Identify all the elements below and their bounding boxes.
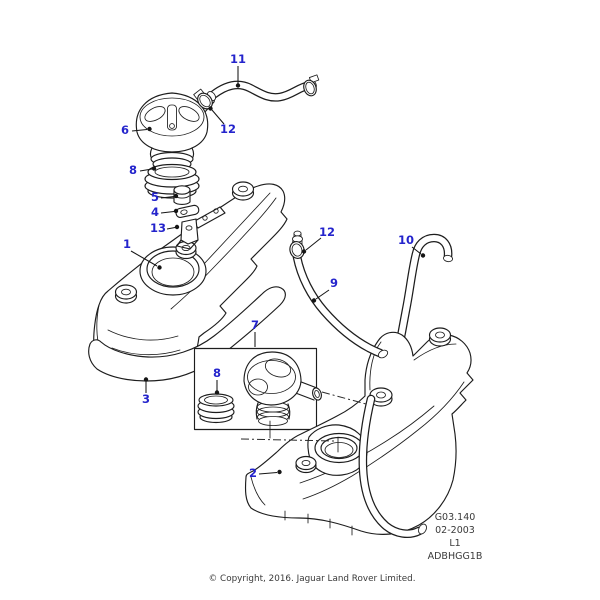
vent-hose-long-upper (392, 233, 454, 361)
callout-12-upper[interactable]: 12 (208, 106, 236, 136)
info-block: G03.140 02-2003 L1 ADBHGG1B (428, 512, 483, 562)
callout-9-label[interactable]: 9 (330, 276, 338, 290)
cover-gasket (88, 286, 286, 382)
seal-in-box (197, 393, 235, 424)
copyright-text: © Copyright, 2016. Jaguar Land Rover Lim… (208, 574, 415, 584)
callout-10[interactable]: 10 (398, 233, 426, 258)
callout-2-label[interactable]: 2 (249, 466, 257, 480)
breather-cap-in-box (243, 351, 323, 426)
callout-1[interactable]: 1 (123, 237, 162, 270)
valve-cover-2 (244, 327, 474, 536)
info-date: 02-2003 (435, 525, 475, 536)
callout-7[interactable]: 7 (251, 318, 259, 347)
callout-13-label[interactable]: 13 (150, 221, 166, 235)
callout-12-mid[interactable]: 12 (301, 225, 335, 254)
vent-hose-long-lower (358, 394, 427, 539)
hose-clamp-mid (289, 241, 305, 259)
cover-2-boss-top (428, 327, 452, 347)
reference-lines (240, 391, 367, 453)
callout-5[interactable]: 5 (151, 190, 179, 204)
callout-12-upper-label[interactable]: 12 (220, 122, 236, 136)
callout-3-label[interactable]: 3 (142, 392, 150, 406)
cover-1-filler-opening (139, 246, 207, 296)
callout-2[interactable]: 2 (249, 466, 282, 480)
callout-13[interactable]: 13 (150, 221, 180, 235)
valve-cover-1 (93, 181, 288, 370)
mounting-bracket (176, 206, 226, 250)
callout-7-label[interactable]: 7 (251, 318, 259, 332)
breather-hose-mid (289, 230, 389, 359)
callout-3[interactable]: 3 (142, 377, 150, 406)
callout-4[interactable]: 4 (151, 205, 179, 219)
callout-11-label[interactable]: 11 (230, 52, 246, 66)
detail-box-7 (193, 347, 323, 431)
cover-1-boss-right (231, 181, 255, 201)
callout-8-upper-label[interactable]: 8 (129, 163, 137, 177)
callout-10-label[interactable]: 10 (398, 233, 414, 247)
hose-clamp-left (193, 88, 213, 110)
callout-9[interactable]: 9 (311, 276, 338, 303)
cover-2-boss-mid (369, 387, 393, 407)
callout-8-upper[interactable]: 8 (129, 163, 157, 177)
callout-8-box-label[interactable]: 8 (213, 366, 221, 380)
cover-1-boss-left (114, 284, 138, 304)
callout-12-mid-label[interactable]: 12 (319, 225, 335, 239)
callout-8-box[interactable]: 8 (213, 366, 221, 395)
callout-5-label[interactable]: 5 (151, 190, 159, 204)
cover-1-boss-mid (175, 240, 197, 260)
breather-valve-small (173, 185, 191, 206)
hose-clamp-right (303, 74, 320, 97)
callout-1-label[interactable]: 1 (123, 237, 131, 251)
callout-6[interactable]: 6 (121, 123, 152, 137)
washer-plate (175, 204, 200, 218)
info-drawing-id: ADBHGG1B (428, 551, 483, 562)
info-revision: L1 (449, 538, 460, 549)
callout-6-label[interactable]: 6 (121, 123, 129, 137)
info-code: G03.140 (435, 512, 476, 523)
callout-4-label[interactable]: 4 (151, 205, 159, 219)
cover-2-boss-left (295, 455, 317, 474)
callout-11[interactable]: 11 (230, 52, 246, 88)
cover-2-filler-platform (307, 424, 368, 476)
